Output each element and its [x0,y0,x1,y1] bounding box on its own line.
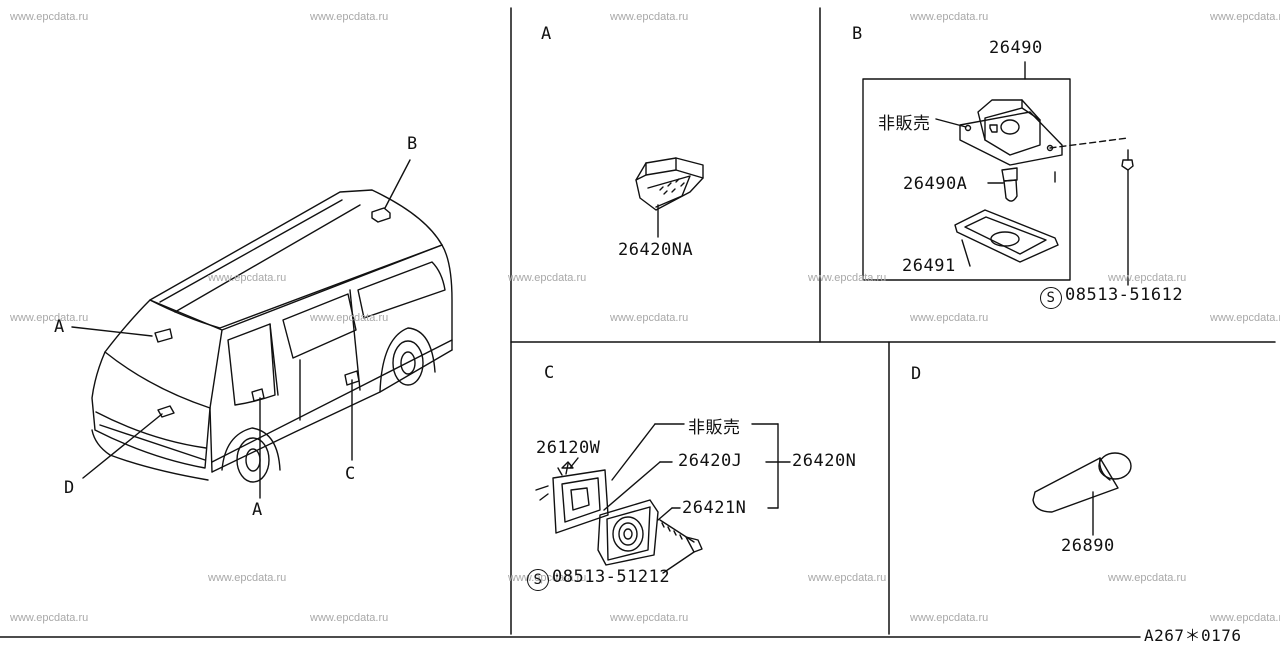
watermark: www.epcdata.ru [10,612,89,624]
callout-b: B [407,134,418,154]
callout-a-top: A [54,317,65,337]
screw-symbol: S [527,569,549,591]
callout-d: D [64,478,75,498]
watermark: www.epcdata.ru [508,272,587,284]
panel-dividers [0,7,1276,638]
part-number-b-assy: 26490 [989,38,1043,58]
watermark: www.epcdata.ru [10,11,89,23]
watermark: www.epcdata.ru [910,612,989,624]
part-number-b-bulb: 26490A [903,174,968,194]
watermark: www.epcdata.ru [610,11,689,23]
watermark: www.epcdata.ru [910,312,989,324]
watermark: www.epcdata.ru [1210,612,1280,624]
watermark: www.epcdata.ru [610,312,689,324]
part-number-c-screw: 08513-51212 [552,567,671,587]
section-label-c: C [544,363,555,383]
section-b-roof-lamp [862,61,1134,286]
label-b-not-sold: 非販売 [878,114,931,134]
watermark: www.epcdata.ru [1108,272,1187,284]
watermark: www.epcdata.ru [208,572,287,584]
watermark: www.epcdata.ru [808,572,887,584]
part-number-c-assy: 26420N [792,451,857,471]
section-d-bulb [1032,452,1132,536]
section-label-a: A [541,24,552,44]
callout-a-bottom: A [252,500,263,520]
part-number-b-lens: 26491 [902,256,956,276]
watermark: www.epcdata.ru [310,11,389,23]
section-label-b: B [852,24,863,44]
part-number-d-bulb: 26890 [1061,536,1115,556]
watermark: www.epcdata.ru [910,11,989,23]
part-number-c-housing: 26420J [678,451,743,471]
label-c-not-sold: 非販売 [688,418,741,438]
part-number-c-wire: 26120W [536,438,601,458]
part-number-a-main: 26420NA [618,240,694,260]
part-number-b-screw: 08513-51612 [1065,285,1184,305]
callout-c: C [345,464,356,484]
watermark: www.epcdata.ru [808,272,887,284]
section-a-switch [635,157,704,238]
watermark: www.epcdata.ru [1210,312,1280,324]
watermark: www.epcdata.ru [310,612,389,624]
part-number-c-lens: 26421N [682,498,747,518]
screw-symbol: S [1040,287,1062,309]
van-illustration [71,159,453,499]
watermark: www.epcdata.ru [610,612,689,624]
section-label-d: D [911,364,922,384]
watermark: www.epcdata.ru [1210,11,1280,23]
watermark: www.epcdata.ru [1108,572,1187,584]
watermark: www.epcdata.ru [10,312,89,324]
figure-code: A267＊0176 [1144,626,1242,645]
watermark: www.epcdata.ru [208,272,287,284]
section-c-license-lamp [535,423,791,574]
watermark: www.epcdata.ru [310,312,389,324]
